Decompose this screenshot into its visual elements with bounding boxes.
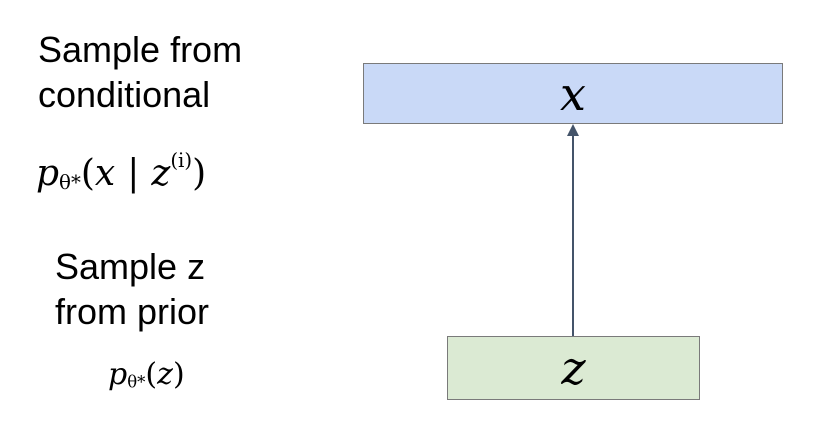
formula-var: z xyxy=(157,357,173,392)
formula-close-paren: ) xyxy=(172,357,185,392)
formula-conditional: pθ*(x | z(i)) xyxy=(36,149,206,194)
formula-var: x xyxy=(94,152,116,194)
label-line: Sample z xyxy=(55,246,206,287)
formula-open-paren: ( xyxy=(145,357,158,392)
formula-subscript: θ* xyxy=(127,372,146,392)
label-sample-conditional: Sample from conditional xyxy=(38,27,242,117)
formula-given-bar: | xyxy=(127,152,140,194)
node-x: x xyxy=(363,63,783,124)
label-line: Sample from xyxy=(38,29,243,70)
label-line: conditional xyxy=(38,74,211,115)
label-line: from prior xyxy=(55,291,210,332)
arrow-head-icon xyxy=(567,124,579,136)
formula-close-paren: ) xyxy=(192,152,207,194)
node-z: z xyxy=(447,336,700,400)
formula-prior: pθ*(z) xyxy=(108,357,185,392)
formula-subscript: θ* xyxy=(59,170,81,194)
formula-p: p xyxy=(108,357,128,392)
formula-open-paren: ( xyxy=(80,152,95,194)
formula-superscript: (i) xyxy=(170,149,193,172)
node-z-label: z xyxy=(561,341,586,395)
formula-p: p xyxy=(36,152,60,194)
label-sample-prior: Sample z from prior xyxy=(55,244,209,334)
formula-cond-var: z xyxy=(151,152,171,194)
node-x-label: x xyxy=(560,66,586,121)
